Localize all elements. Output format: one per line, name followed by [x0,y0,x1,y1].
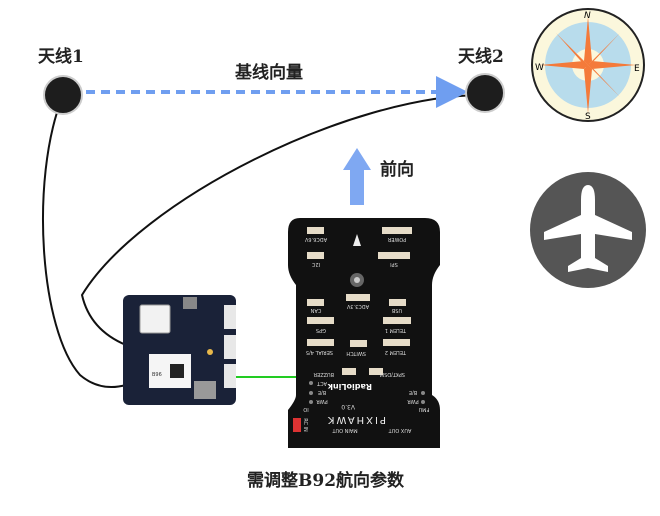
fc-label-main-out: MAIN OUT [331,427,357,433]
gps-board: B96 [123,295,236,405]
fc-led-pwr-fmu: PWR [407,398,419,404]
fc-port-gps: GPS [316,327,326,333]
fc-port-can: CAN [310,307,321,313]
fc-port-adc66: ADC6.6V [304,236,327,242]
fc-model: PIXHAWK [326,414,386,425]
compass-e: E [634,64,640,74]
fc-brand: RadioLink [327,382,372,391]
antenna1-icon [43,75,83,115]
antenna1-cable [42,97,127,388]
fc-port-buzzer: BUZZER [313,371,334,377]
flight-controller: ADC6.6V POWER I2C SPI CAN ADC3.3V USB AC… [288,218,440,448]
fc-port-i2c: I2C [311,261,320,267]
caption: 需调整B92航向参数 [247,470,405,491]
fc-led-act: ACT [316,380,327,386]
fc-port-switch: SWITCH [346,350,366,356]
compass-s: S [585,112,591,122]
airplane-icon [530,172,646,288]
fc-port-power: POWER [387,236,406,242]
forward-label: 前向 [380,159,414,180]
fc-port-serial: SERIAL 4/5 [306,349,333,355]
fc-port-usb: USB [391,307,402,313]
fc-led-pwr-io: PWR [316,398,328,404]
fc-port-telem2: TELEM 2 [385,349,407,355]
fc-port-spi: SPI [390,261,398,267]
forward-arrow-icon [343,148,371,205]
fc-label-rc-in: RC IN [302,418,308,432]
compass-icon: N E S W [531,8,645,122]
fc-port-telem1: TELEM 1 [385,327,407,333]
antenna1-label: 天线1 [38,46,84,67]
baseline-label: 基线向量 [234,62,303,83]
fc-port-adc33: ADC3.3V [346,303,369,309]
fc-label-io: IO [303,406,308,412]
gps-module-text: B96 [152,372,162,378]
antenna2-label: 天线2 [458,46,504,67]
compass-n: N [584,11,591,21]
compass-w: W [535,63,544,73]
fc-led-be-fmu: B/E [409,389,417,395]
fc-label-aux-out: AUX OUT [388,427,412,433]
fc-label-fmu: FMU [418,406,429,412]
fc-port-spkt: SPKT/DSM [380,371,405,377]
fc-version: V3.0 [341,403,355,410]
antenna2-icon [465,73,505,113]
antenna2-cable [80,94,484,346]
fc-led-be-io: B/E [318,389,326,395]
